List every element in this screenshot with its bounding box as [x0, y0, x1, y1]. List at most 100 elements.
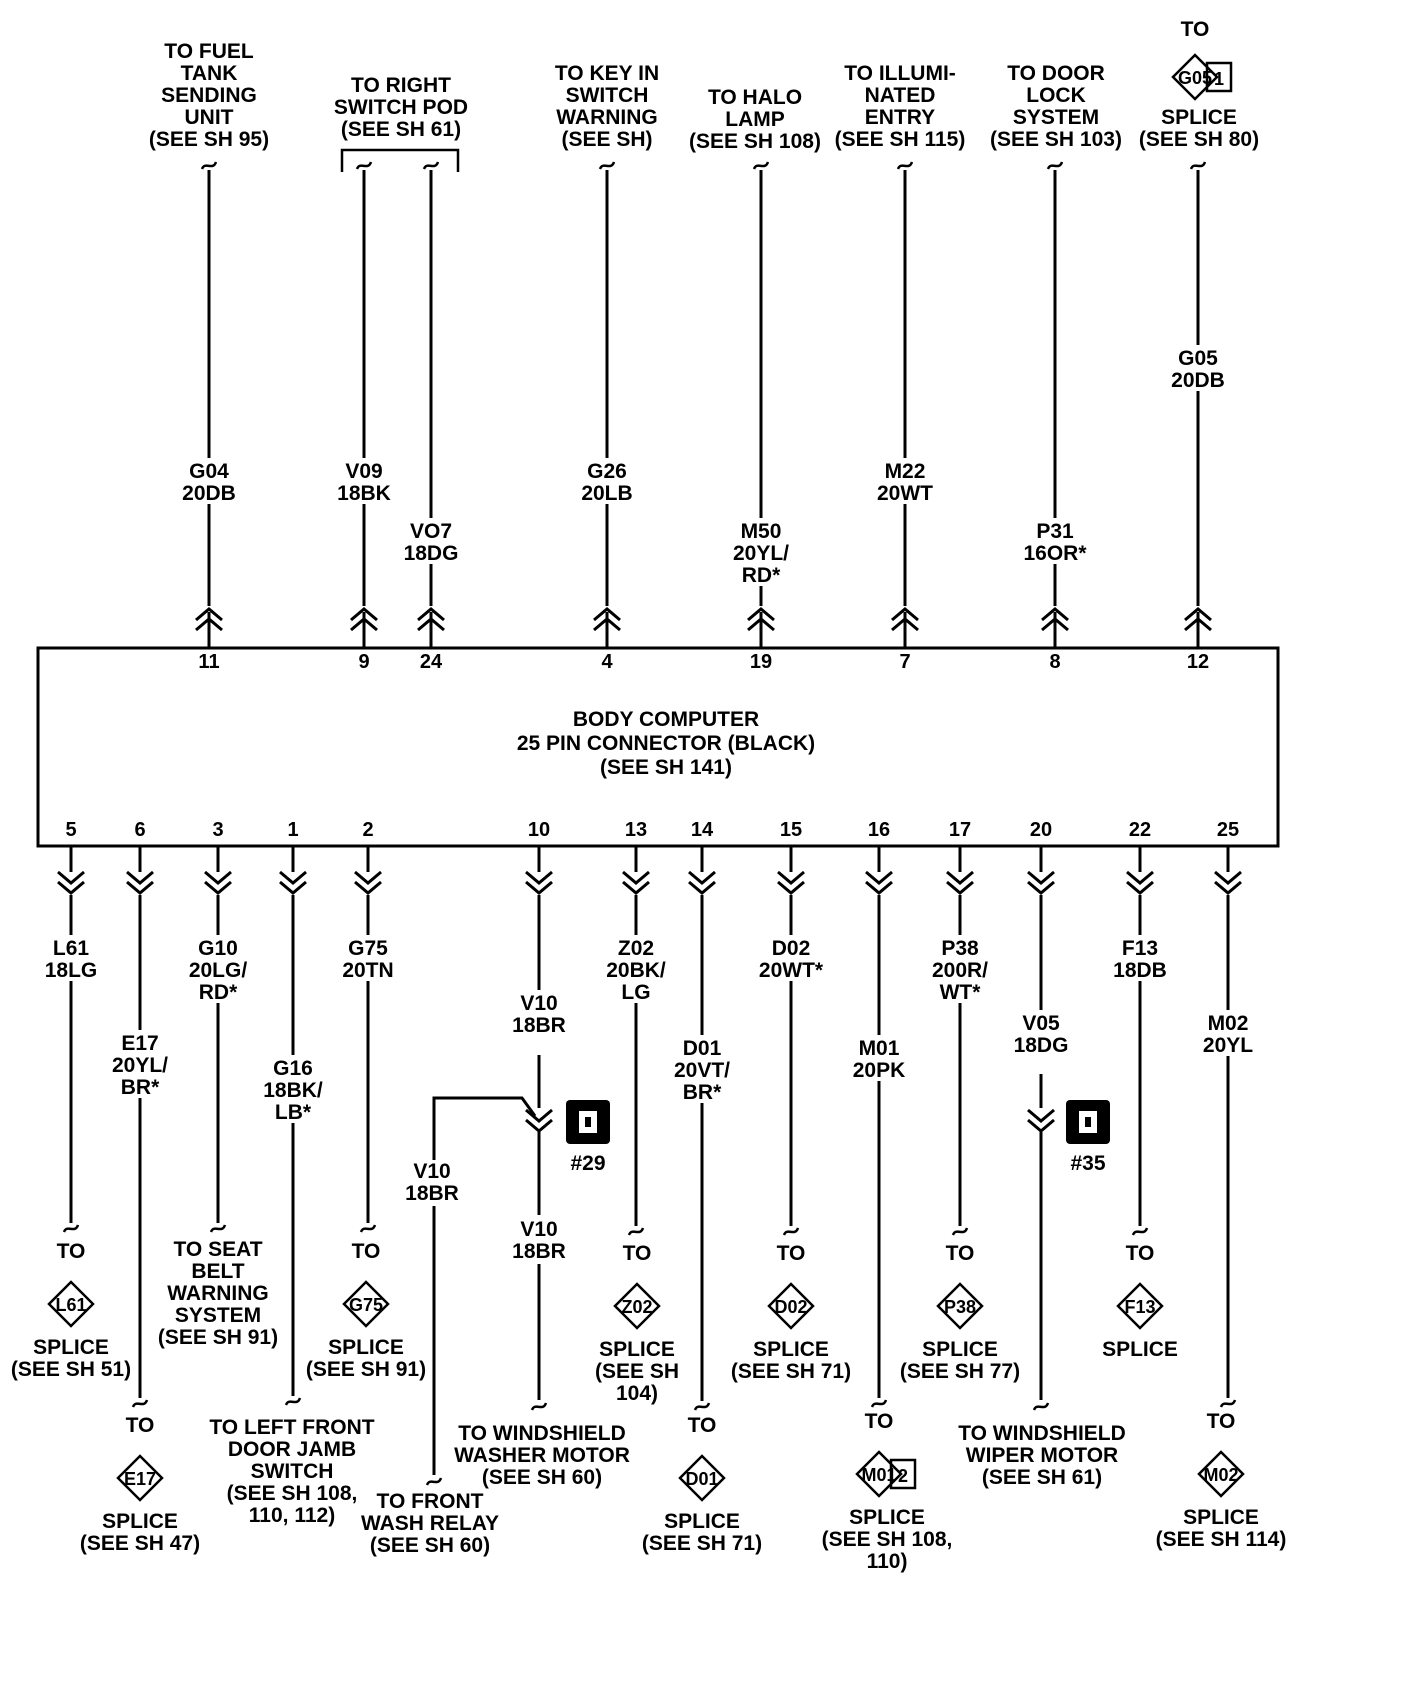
wire-code: Z02	[618, 937, 654, 960]
wire-spec: RD*	[742, 564, 781, 587]
pin-number: 9	[358, 651, 369, 673]
component-label: (SEE SH 141)	[600, 756, 732, 779]
wire-end-icon	[782, 1227, 800, 1236]
splice-e17: E17	[116, 1454, 164, 1502]
destination-label: WARNING	[556, 106, 658, 129]
destination-label: 110, 112)	[249, 1504, 335, 1527]
splice-f13: F13	[1116, 1282, 1164, 1330]
wire-spec: LB*	[275, 1101, 312, 1124]
wire-end-icon	[1046, 161, 1064, 170]
wire-spec: 20VT/	[674, 1059, 730, 1082]
destination-label: DOOR JAMB	[228, 1438, 356, 1461]
splice-d02: D02	[767, 1282, 815, 1330]
destination-label: NATED	[865, 84, 936, 107]
component-label: 25 PIN CONNECTOR (BLACK)	[517, 732, 815, 755]
pin-number: 6	[134, 819, 145, 841]
destination-label: WASHER MOTOR	[454, 1444, 630, 1467]
splice-id: M02	[1203, 1465, 1238, 1485]
switch-pod-bracket	[340, 148, 460, 172]
splice-diamond-icon	[1197, 1450, 1245, 1498]
splice-label: (SEE SH 71)	[731, 1360, 851, 1383]
pin-25-connector-icon	[1214, 870, 1242, 895]
to-label: TO	[126, 1414, 155, 1437]
wire-end-icon	[870, 1399, 888, 1408]
wire-end-icon	[1131, 1227, 1149, 1236]
connector-29: #29	[566, 1100, 610, 1175]
wire-spec: 20TN	[342, 959, 393, 982]
wire-code: M01	[859, 1037, 900, 1060]
destination-label: (SEE SH 61)	[982, 1466, 1102, 1489]
destination-label: SWITCH	[251, 1460, 334, 1483]
wire-code: P31	[1036, 520, 1074, 543]
to-label: TO	[688, 1414, 717, 1437]
destination-label: (SEE SH 95)	[149, 128, 269, 151]
pin-number: 25	[1217, 819, 1239, 841]
wire-end-icon	[627, 1227, 645, 1236]
pin-number: 15	[780, 819, 802, 841]
to-label: TO	[352, 1240, 381, 1263]
wire-spec: 18DG	[1014, 1034, 1069, 1057]
splice-id: Z02	[621, 1297, 652, 1317]
pin-16-connector-icon	[865, 870, 893, 895]
destination-label: (SEE SH 61)	[341, 118, 461, 141]
splice-number: 1	[1214, 69, 1224, 89]
destination-label: WIPER MOTOR	[966, 1444, 1118, 1467]
destination-label: TO WINDSHIELD	[958, 1422, 1126, 1445]
splice-label: SPLICE	[753, 1338, 829, 1361]
splice-number-box	[889, 1458, 917, 1490]
splice-id: D02	[774, 1297, 807, 1317]
destination-label: TO LEFT FRONT	[209, 1416, 374, 1439]
wire-end-icon	[355, 161, 373, 170]
splice-id: G05	[1178, 68, 1212, 88]
connector-id: #29	[570, 1152, 605, 1175]
wire-end-icon	[425, 1477, 443, 1486]
destination-label: TO DOOR	[1007, 62, 1105, 85]
pin-2-connector-icon	[354, 870, 382, 895]
destination-label: (SEE SH 115)	[835, 128, 966, 151]
wire-spec: 18BR	[405, 1182, 459, 1205]
wire-spec: 20DB	[182, 482, 236, 505]
wire-spec: RD*	[199, 981, 238, 1004]
splice-diamond-icon	[613, 1282, 661, 1330]
wire-spec: 20WT	[877, 482, 933, 505]
wire-spec: 20LB	[581, 482, 632, 505]
to-label: TO	[865, 1410, 894, 1433]
splice-label: (SEE SH 80)	[1139, 128, 1259, 151]
splice-number: 2	[898, 1466, 908, 1486]
pin-15-connector-icon	[777, 870, 805, 895]
wire-code: M50	[741, 520, 782, 543]
destination-label: TO RIGHT	[351, 74, 451, 97]
wire-code: G16	[273, 1057, 313, 1080]
pin-22-connector-icon	[1126, 870, 1154, 895]
to-label: TO	[777, 1242, 806, 1265]
wire-code: V09	[345, 460, 382, 483]
pin-number: 11	[198, 651, 219, 673]
destination-label: TO SEAT	[173, 1238, 262, 1261]
wire-code: G26	[587, 460, 627, 483]
splice-l61: L61	[47, 1280, 95, 1328]
pin-number: 22	[1129, 819, 1151, 841]
wire-end-icon	[1219, 1399, 1237, 1408]
splice-label: (SEE SH 71)	[642, 1532, 762, 1555]
wire-code: E17	[121, 1032, 158, 1055]
wire-end-icon	[951, 1227, 969, 1236]
pin-number: 1	[287, 819, 298, 841]
pin-6-connector-icon	[126, 870, 154, 895]
splice-z02: Z02	[613, 1282, 661, 1330]
destination-label: ENTRY	[865, 106, 935, 129]
splice-label: (SEE SH 47)	[80, 1532, 200, 1555]
splice-diamond-icon	[1116, 1282, 1164, 1330]
wire-code: G05	[1178, 347, 1218, 370]
wire-end-icon	[598, 161, 616, 170]
splice-label: SPLICE	[664, 1510, 740, 1533]
splice-label: (SEE SH 108,	[822, 1528, 953, 1551]
pin-1-connector-icon	[279, 870, 307, 895]
wire-spec: WT*	[940, 981, 982, 1004]
pin-20-connector-icon	[1027, 870, 1055, 895]
splice-id: E17	[124, 1469, 156, 1489]
destination-label: LAMP	[725, 108, 785, 131]
pin-3-connector-icon	[204, 870, 232, 895]
wire-code: L61	[53, 937, 90, 960]
